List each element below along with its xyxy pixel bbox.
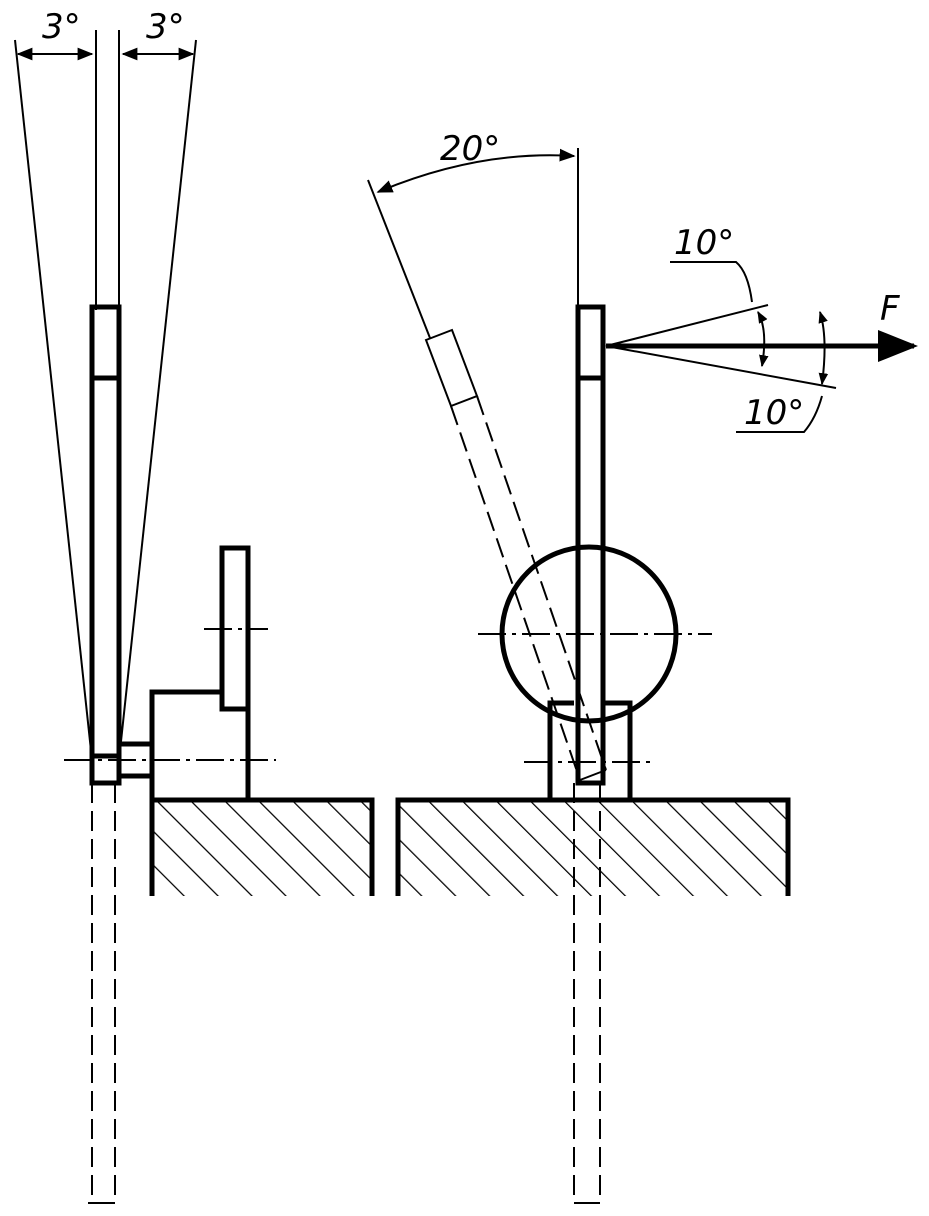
force-angle-arc-lower xyxy=(818,310,829,386)
sphere-stand-right xyxy=(604,700,633,800)
left-probe-bar xyxy=(89,304,122,786)
force-angle-label-lower: 10° xyxy=(744,393,804,433)
left-assembly: 3° 3° xyxy=(14,7,375,1204)
force-limit-line-lower xyxy=(605,345,837,389)
left-base-outline xyxy=(149,797,375,896)
right-assembly: 20° F 10° 10° xyxy=(367,129,918,1204)
tilted-probe-tip xyxy=(424,328,479,408)
force-angle-leader-lower xyxy=(736,395,823,433)
force-label: F xyxy=(880,289,900,329)
left-angle-label-right: 3° xyxy=(146,7,185,47)
tilt-angle-arc xyxy=(376,148,576,193)
right-tilted-reference xyxy=(367,179,431,339)
force-limit-line-upper xyxy=(605,304,769,347)
left-base-hatching xyxy=(152,800,372,896)
force-angle-leader-upper xyxy=(670,261,753,303)
left-angle-label-left: 3° xyxy=(42,7,81,47)
left-limit-line-right xyxy=(118,39,197,761)
tilted-probe-hidden-right xyxy=(476,395,607,771)
right-base-hatching xyxy=(398,800,788,896)
left-limit-line-left xyxy=(14,39,93,761)
tilted-probe-hidden-left xyxy=(450,405,581,781)
force-angle-arc-upper xyxy=(757,310,769,368)
right-probe-bar xyxy=(575,304,606,786)
sphere-stand-left xyxy=(547,700,574,800)
tilt-angle-label: 20° xyxy=(440,129,500,169)
right-base-outline xyxy=(395,797,791,896)
force-angle-label-upper: 10° xyxy=(674,223,734,263)
